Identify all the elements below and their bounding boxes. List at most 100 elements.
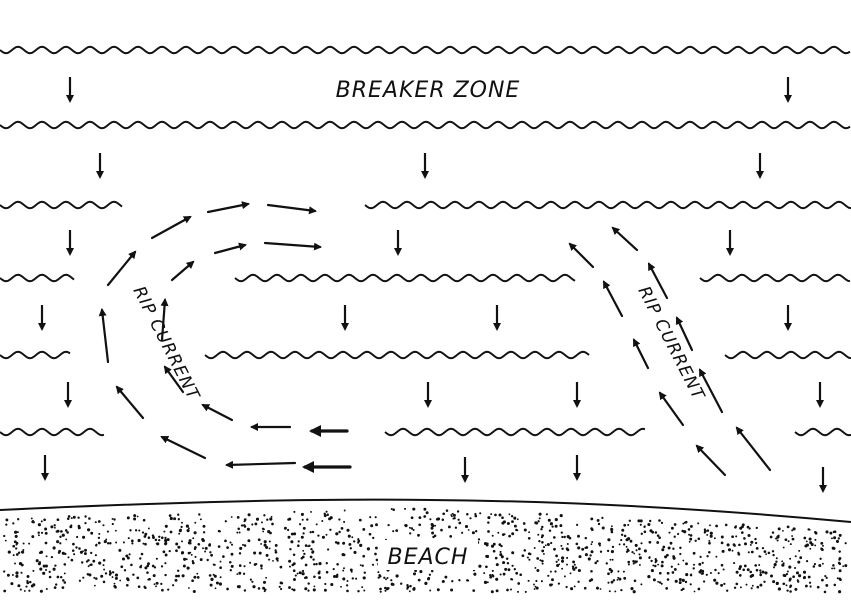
sand-dot [257, 587, 261, 590]
sand-dot [247, 513, 251, 517]
sand-dot [441, 579, 445, 584]
sand-dot [634, 543, 638, 547]
sand-dot [301, 572, 305, 576]
sand-dot [263, 540, 267, 544]
sand-dot [606, 549, 610, 553]
sand-dot [563, 535, 566, 539]
sand-dot [731, 535, 734, 539]
sand-dot [408, 590, 411, 593]
sand-dot [689, 583, 692, 586]
sand-dot [342, 541, 346, 545]
sand-dot [786, 570, 789, 573]
sand-dot [175, 542, 179, 546]
sand-dot [224, 539, 227, 543]
sand-dot [173, 517, 177, 521]
sand-dot [140, 552, 144, 556]
sand-dot [684, 520, 688, 524]
sand-dot [236, 531, 239, 534]
sand-dot [139, 557, 142, 560]
sand-dot [547, 518, 551, 522]
sand-dot [127, 537, 130, 540]
sand-dot [667, 546, 671, 550]
sand-dot [747, 551, 750, 554]
sand-dot [590, 517, 594, 521]
sand-dot [771, 550, 775, 553]
sand-dot [252, 585, 256, 589]
sand-dot [574, 566, 578, 569]
sand-dot [147, 578, 150, 581]
rip-arrow-icon [115, 385, 145, 420]
sand-dot [164, 542, 168, 546]
sand-dot [88, 517, 91, 520]
sand-dot [429, 589, 432, 592]
sand-dot [374, 552, 377, 556]
sand-dot [133, 514, 137, 518]
sand-dot [545, 513, 548, 516]
sand-dot [547, 574, 550, 577]
sand-dot [126, 556, 130, 560]
sand-dot [70, 517, 73, 520]
sand-dot [449, 535, 453, 538]
sand-dot [162, 550, 166, 554]
sand-dot [25, 585, 28, 588]
sand-dot [187, 541, 191, 545]
sand-dot [738, 574, 742, 577]
sand-dot [362, 576, 366, 580]
sand-dot [697, 587, 701, 591]
sand-dot [291, 588, 294, 591]
sand-dot [84, 515, 87, 518]
sand-dot [239, 546, 243, 550]
sand-dot [349, 568, 353, 572]
sand-dot [498, 543, 502, 546]
sand-dot [125, 554, 129, 558]
sand-dot [697, 537, 701, 541]
wave-line [0, 427, 105, 437]
sand-dot [734, 525, 737, 529]
sand-dot [822, 544, 824, 547]
sand-dot [690, 573, 693, 576]
sand-dot [243, 589, 247, 592]
sand-dot [270, 515, 273, 518]
sand-dot [679, 546, 682, 550]
sand-dot [626, 548, 629, 551]
sand-dot [379, 587, 382, 591]
sand-dot [825, 530, 829, 534]
sand-dot [789, 557, 792, 560]
sand-dot [297, 540, 300, 543]
sand-dot [792, 527, 796, 531]
sand-dot [298, 571, 302, 575]
sand-dot [458, 579, 461, 582]
sand-dot [819, 557, 822, 560]
rip-arrow-icon [695, 444, 727, 477]
sand-dot [131, 542, 134, 545]
wave-line [0, 200, 123, 210]
sand-dot [557, 582, 561, 585]
sand-dot [499, 550, 502, 553]
sand-dot [590, 550, 594, 554]
sand-dot [52, 546, 56, 550]
sand-dot [824, 575, 827, 578]
sand-dot [761, 570, 765, 574]
sand-dot [813, 562, 817, 566]
sand-dot [590, 578, 594, 582]
sand-dot [39, 550, 44, 554]
sand-dot [377, 571, 380, 574]
sand-dot [458, 521, 462, 525]
sand-dot [549, 570, 552, 573]
sand-dot [610, 527, 614, 532]
sand-dot [17, 518, 20, 521]
sand-dot [838, 558, 841, 561]
sand-dot [67, 556, 70, 559]
sand-dot [491, 534, 494, 537]
sand-dot [714, 568, 717, 572]
sand-dot [581, 547, 585, 551]
sand-dot [37, 534, 40, 537]
sand-dot [810, 542, 814, 547]
sand-dot [456, 510, 460, 513]
sand-dot [548, 529, 552, 532]
sand-dot [549, 522, 553, 526]
sand-dot [763, 580, 766, 583]
sand-dot [362, 554, 366, 558]
sand-dot [12, 544, 16, 548]
